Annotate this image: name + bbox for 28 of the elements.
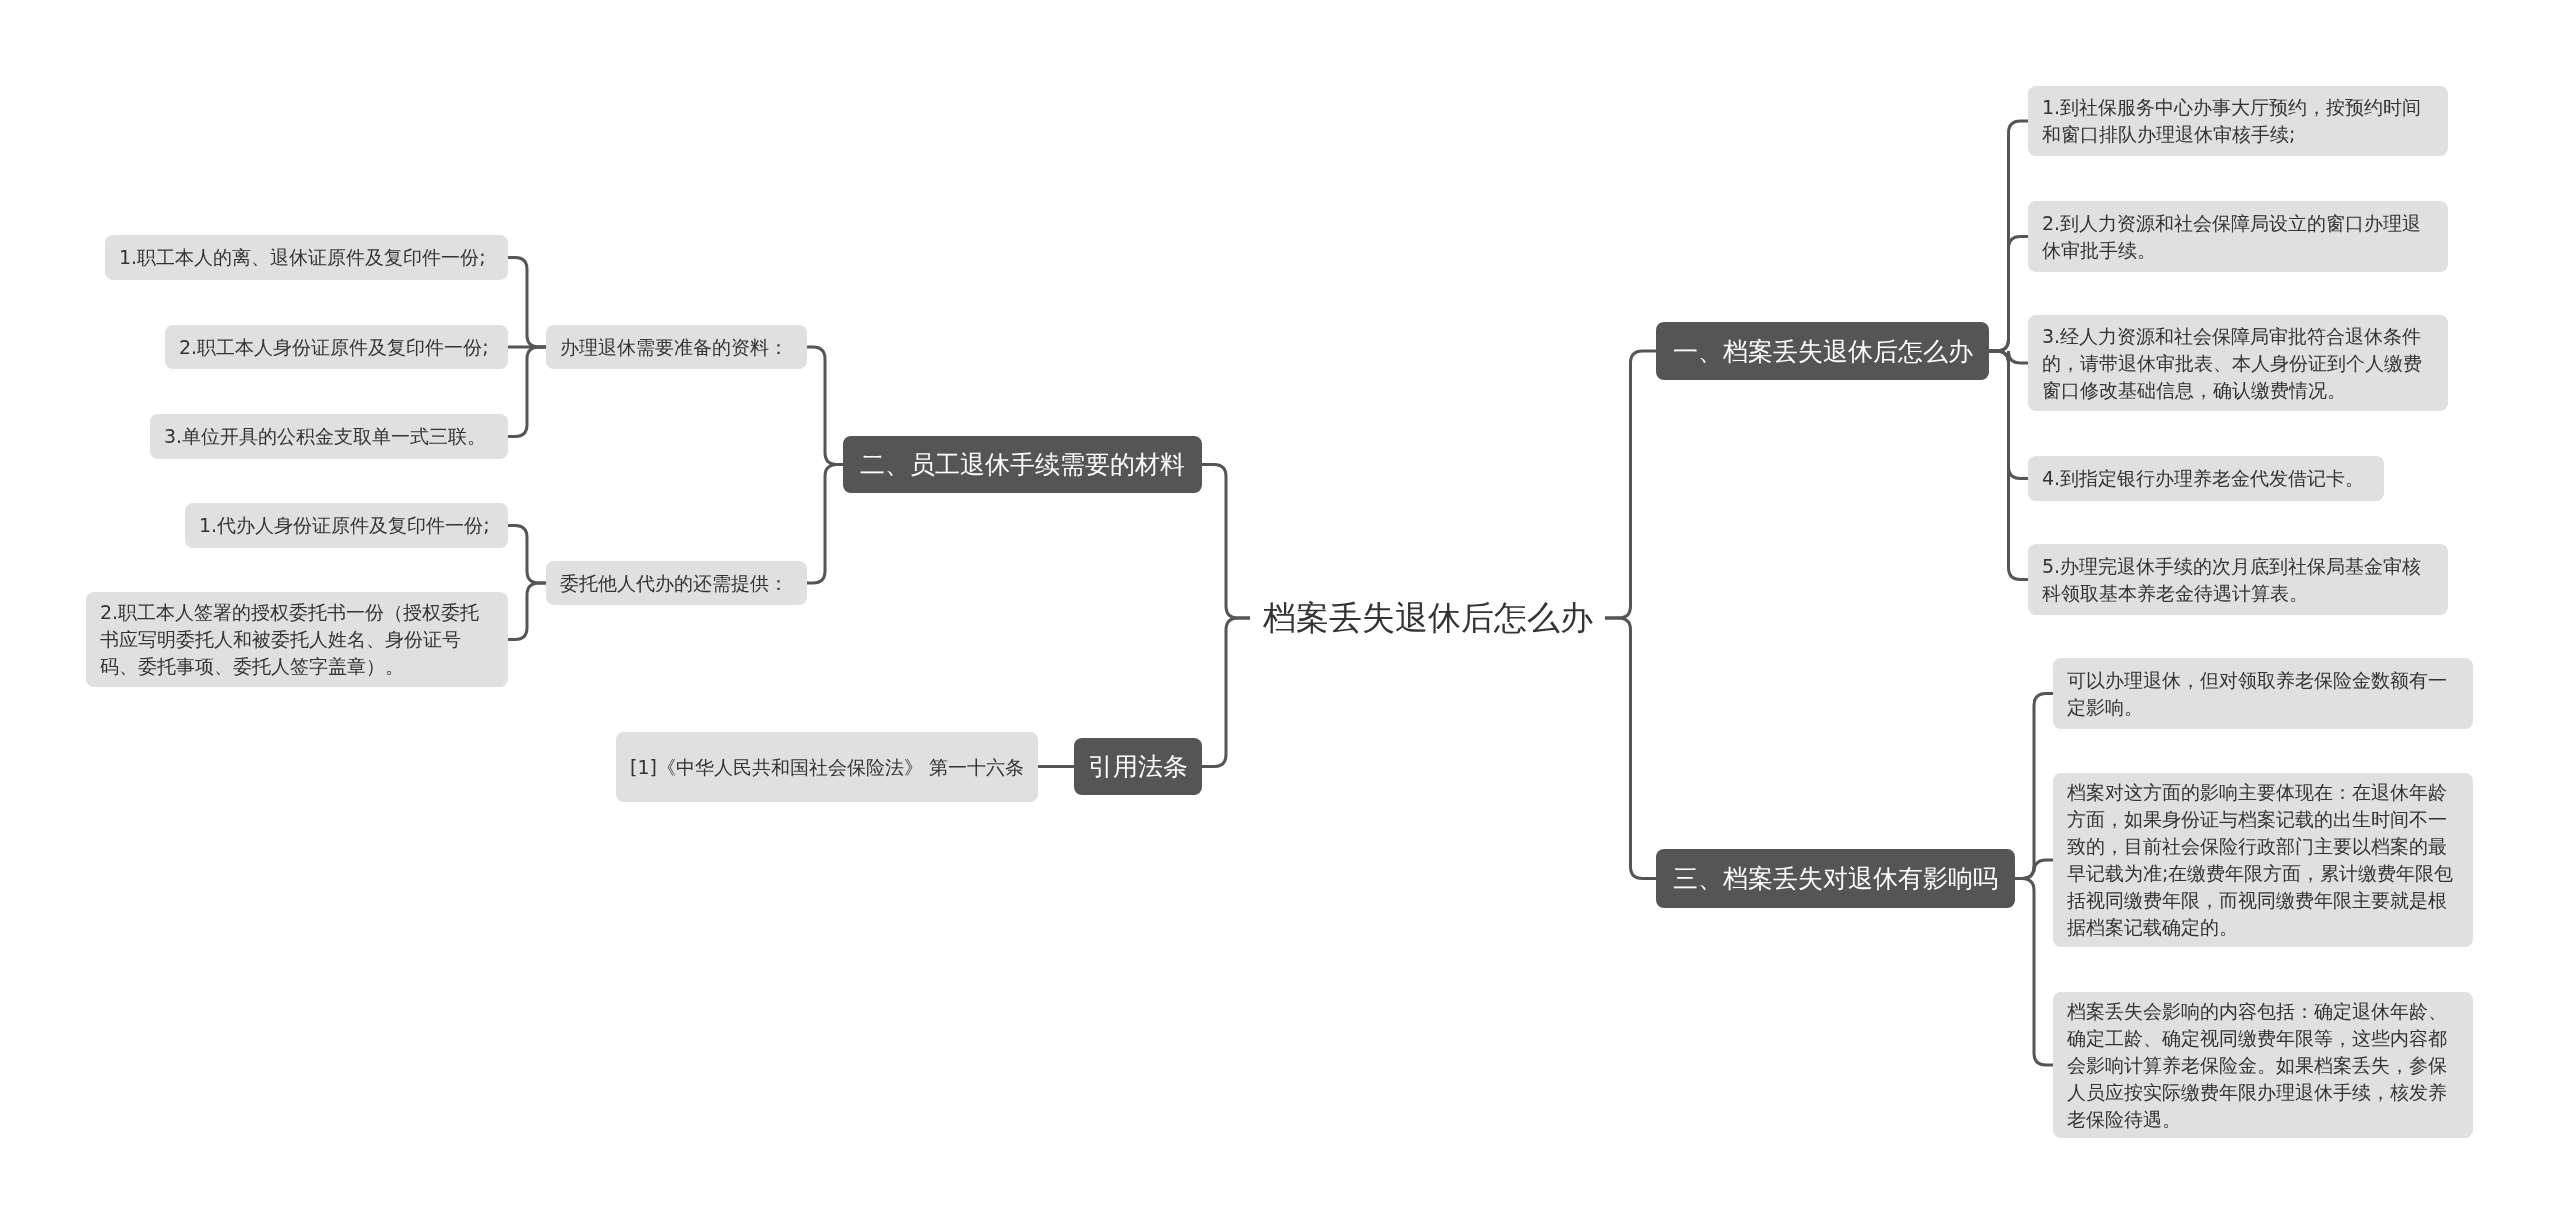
subtopic-box: 1.代办人身份证原件及复印件一份; [185,503,508,548]
subtopic-box: 1.职工本人的离、退休证原件及复印件一份; [105,235,508,280]
connector-line [508,345,546,438]
subtopic-box: 2.到人力资源和社会保障局设立的窗口办理退休审批手续。 [2028,201,2448,272]
subtopic-box: 档案对这方面的影响主要体现在：在退休年龄方面，如果身份证与档案记载的出生时间不一致的，目前社会保险行政部门主要以档案的最早记载为准;在缴费年限方面，累计缴费年限包括视同缴费年限，而视同缴费年限主要就是根据档案记载确定的。 [2053,773,2473,947]
connector-line [1605,616,1656,880]
subtopic-box: [1]《中华人民共和国社会保险法》 第一十六条 [616,732,1038,802]
subtopic-box: 3.经人力资源和社会保障局审批符合退休条件的，请带退休审批表、本人身份证到个人缴费窗口修改基础信息，确认缴费情况。 [2028,315,2448,411]
connector-line [1202,616,1250,768]
subtopic-box: 3.单位开具的公积金支取单一式三联。 [150,414,508,459]
subtopic-box: 2.职工本人签署的授权委托书一份（授权委托书应写明委托人和被委托人姓名、身份证号码、委托事项、委托人签字盖章）。 [86,592,508,687]
subtopic-box: 办理退休需要准备的资料： [546,325,807,369]
connector-line [1038,765,1074,768]
topic-box: 三、档案丢失对退休有影响吗 [1656,849,2015,908]
subtopic-box: 1.到社保服务中心办事大厅预约，按预约时间和窗口排队办理退休审核手续; [2028,86,2448,156]
subtopic-box: 可以办理退休，但对领取养老保险金数额有一定影响。 [2053,658,2473,729]
topic-box: 引用法条 [1074,738,1202,795]
subtopic-box: 档案丢失会影响的内容包括：确定退休年龄、确定工龄、确定视同缴费年限等，这些内容都会影响计算养老保险金。如果档案丢失，参保人员应按实际缴费年限办理退休手续，核发养老保险待遇。 [2053,992,2473,1138]
connector-line [1989,349,2028,581]
subtopic-box: 2.职工本人身份证原件及复印件一份; [165,325,508,369]
connector-line [807,463,843,585]
topic-box: 二、员工退休手续需要的材料 [843,436,1202,493]
topic-box: 一、档案丢失退休后怎么办 [1656,322,1989,380]
central-topic: 档案丢失退休后怎么办 [1250,598,1605,638]
connector-line [2015,877,2053,1067]
subtopic-box: 委托他人代办的还需提供： [546,561,807,605]
subtopic-box: 4.到指定银行办理养老金代发借记卡。 [2028,456,2384,501]
subtopic-box: 5.办理完退休手续的次月底到社保局基金审核科领取基本养老金待遇计算表。 [2028,544,2448,615]
